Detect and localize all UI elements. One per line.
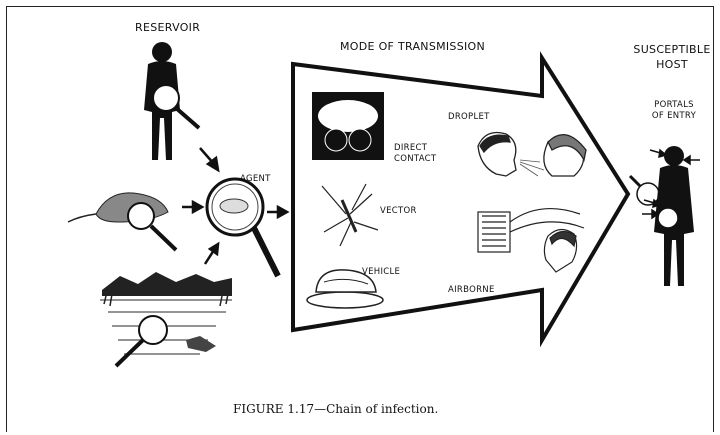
agent-label: AGENT [240, 174, 271, 185]
rat-icon [68, 193, 176, 250]
portals-line1: PORTALS [642, 100, 706, 111]
susceptible-host-line2: HOST [630, 57, 714, 72]
figure-caption: FIGURE 1.17—Chain of infection. [233, 402, 438, 416]
vehicle-label: VEHICLE [362, 267, 400, 278]
airborne-label: AIRBORNE [448, 285, 495, 296]
portals-of-entry-label: PORTALS OF ENTRY [642, 100, 706, 122]
susceptible-host-label: SUSCEPTIBLE HOST [630, 42, 714, 72]
susceptible-host-line1: SUSCEPTIBLE [630, 42, 714, 57]
vector-label: VECTOR [380, 206, 417, 217]
direct-contact-line2: CONTACT [394, 154, 436, 165]
reservoir-label: RESERVOIR [135, 21, 200, 34]
figure-number: FIGURE 1.17 [233, 402, 314, 416]
portals-line2: OF ENTRY [642, 111, 706, 122]
caption-text: —Chain of infection. [314, 402, 438, 416]
direct-contact-image [312, 92, 384, 160]
droplet-label: DROPLET [448, 112, 490, 123]
landscape-icon [100, 272, 232, 366]
direct-contact-line1: DIRECT [394, 143, 436, 154]
magnifier-icon [153, 85, 199, 128]
direct-contact-label: DIRECT CONTACT [394, 143, 436, 165]
agent-magnifier-icon [207, 179, 278, 276]
mode-of-transmission-label: MODE OF TRANSMISSION [340, 40, 485, 53]
